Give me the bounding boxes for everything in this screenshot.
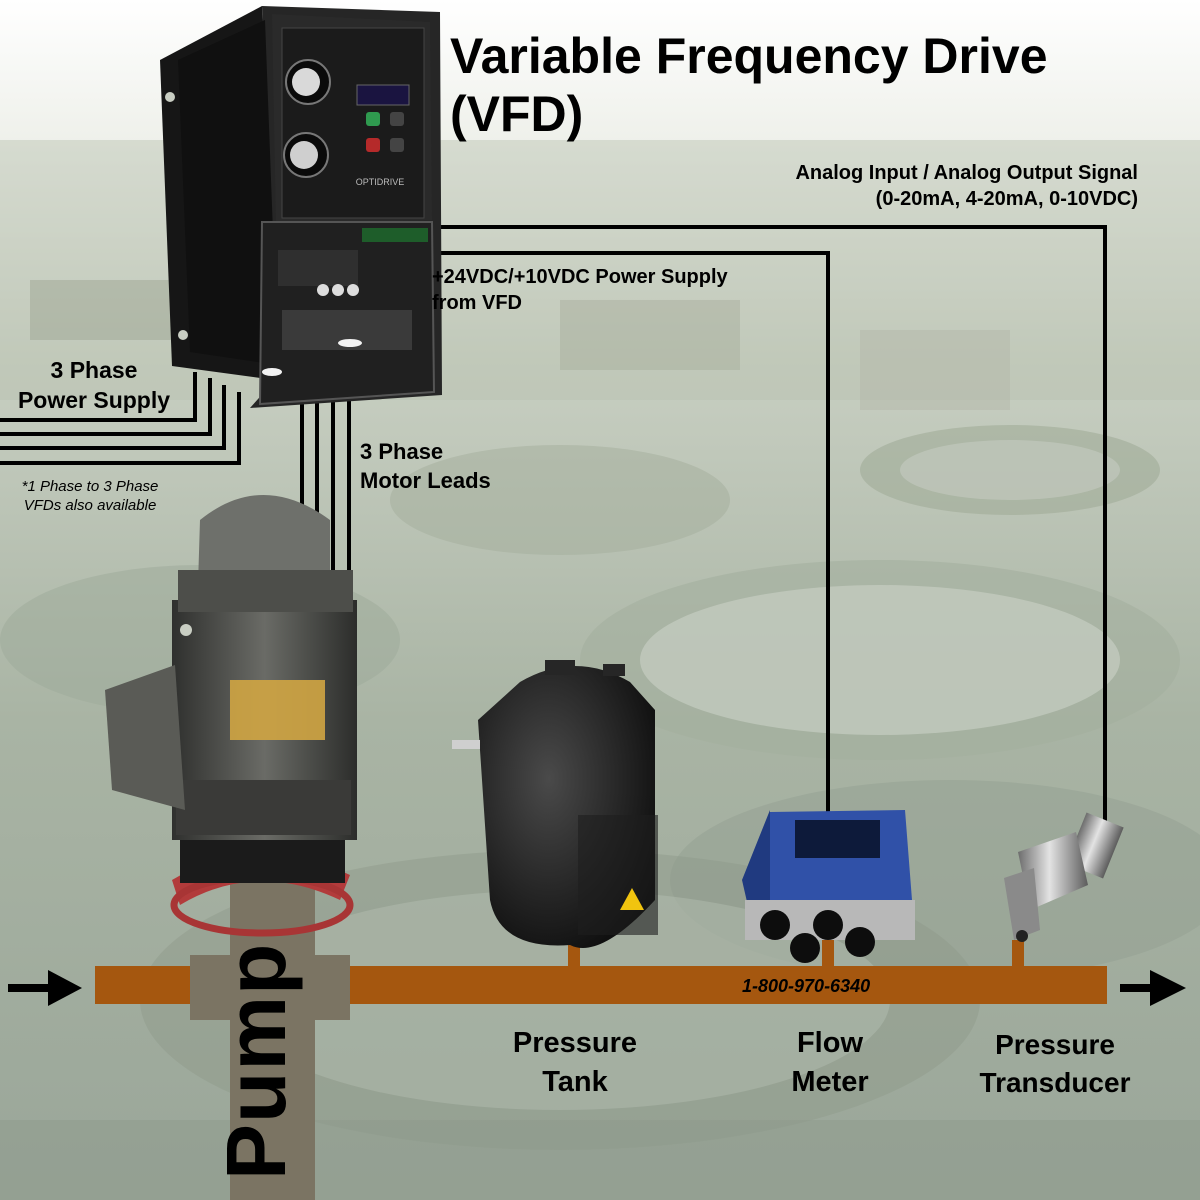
outlet-arrow-icon — [1120, 970, 1186, 1006]
pressure-tank-line-2: Tank — [542, 1066, 608, 1099]
pressure-tank-line-1: Pressure — [512, 1027, 638, 1059]
pressure-tank — [452, 660, 658, 948]
note-line-2: VFDs also available — [23, 496, 157, 514]
flow-meter-line-1: Flow — [796, 1027, 864, 1059]
supply-wire-2 — [0, 378, 212, 436]
three-phase-supply-label: 3 Phase Power Supply — [6, 356, 182, 416]
pressure-transducer-label: Pressure Transducer — [950, 1026, 1160, 1102]
motor-leads-line-2: Motor Leads — [360, 467, 491, 493]
pump-label: Pump — [209, 942, 303, 1180]
power-supply-wire — [410, 251, 830, 814]
flow-meter — [742, 810, 915, 963]
title-line-1: Variable Frequency Drive — [450, 28, 1048, 84]
pressure-transducer — [1004, 812, 1124, 942]
page-title: Variable Frequency Drive (VFD) — [450, 28, 1048, 143]
three-phase-supply-line-1: 3 Phase — [50, 357, 138, 383]
single-phase-note: *1 Phase to 3 Phase VFDs also available — [4, 478, 176, 516]
note-line-1: *1 Phase to 3 Phase — [21, 478, 159, 495]
analog-signal-line-1: Analog Input / Analog Output Signal — [795, 162, 1138, 184]
phone-number: 1-800-970-6340 — [742, 976, 871, 996]
motor — [105, 495, 357, 937]
pressure-transducer-line-1: Pressure — [995, 1029, 1115, 1060]
power-supply-line-2: from VFD — [432, 292, 522, 314]
supply-wire-3 — [0, 385, 226, 450]
motor-leads-label: 3 Phase Motor Leads — [360, 438, 491, 495]
supply-wire-1 — [0, 372, 197, 422]
analog-signal-label: Analog Input / Analog Output Signal (0-2… — [795, 160, 1138, 212]
power-supply-label: +24VDC/+10VDC Power Supply from VFD — [432, 264, 728, 316]
motor-leads-line-1: 3 Phase — [360, 439, 444, 464]
flow-meter-label: Flow Meter — [740, 1024, 920, 1102]
pressure-transducer-line-2: Transducer — [979, 1066, 1131, 1098]
optidrive-logo: OPTIDRIVE — [356, 177, 405, 187]
flow-meter-line-2: Meter — [791, 1066, 869, 1099]
supply-wire-4 — [0, 392, 241, 465]
flow-arrows — [8, 970, 1186, 1006]
power-supply-line-1: +24VDC/+10VDC Power Supply — [432, 266, 728, 288]
title-line-2: (VFD) — [450, 85, 584, 142]
analog-signal-line-2: (0-20mA, 4-20mA, 0-10VDC) — [875, 188, 1138, 210]
vfd-drive: OPTIDRIVE — [160, 6, 442, 408]
analog-signal-wire — [420, 225, 1107, 822]
three-phase-supply-line-2: Power Supply — [17, 386, 171, 413]
pressure-tank-label: Pressure Tank — [470, 1024, 680, 1102]
inlet-arrow-icon — [8, 970, 82, 1006]
